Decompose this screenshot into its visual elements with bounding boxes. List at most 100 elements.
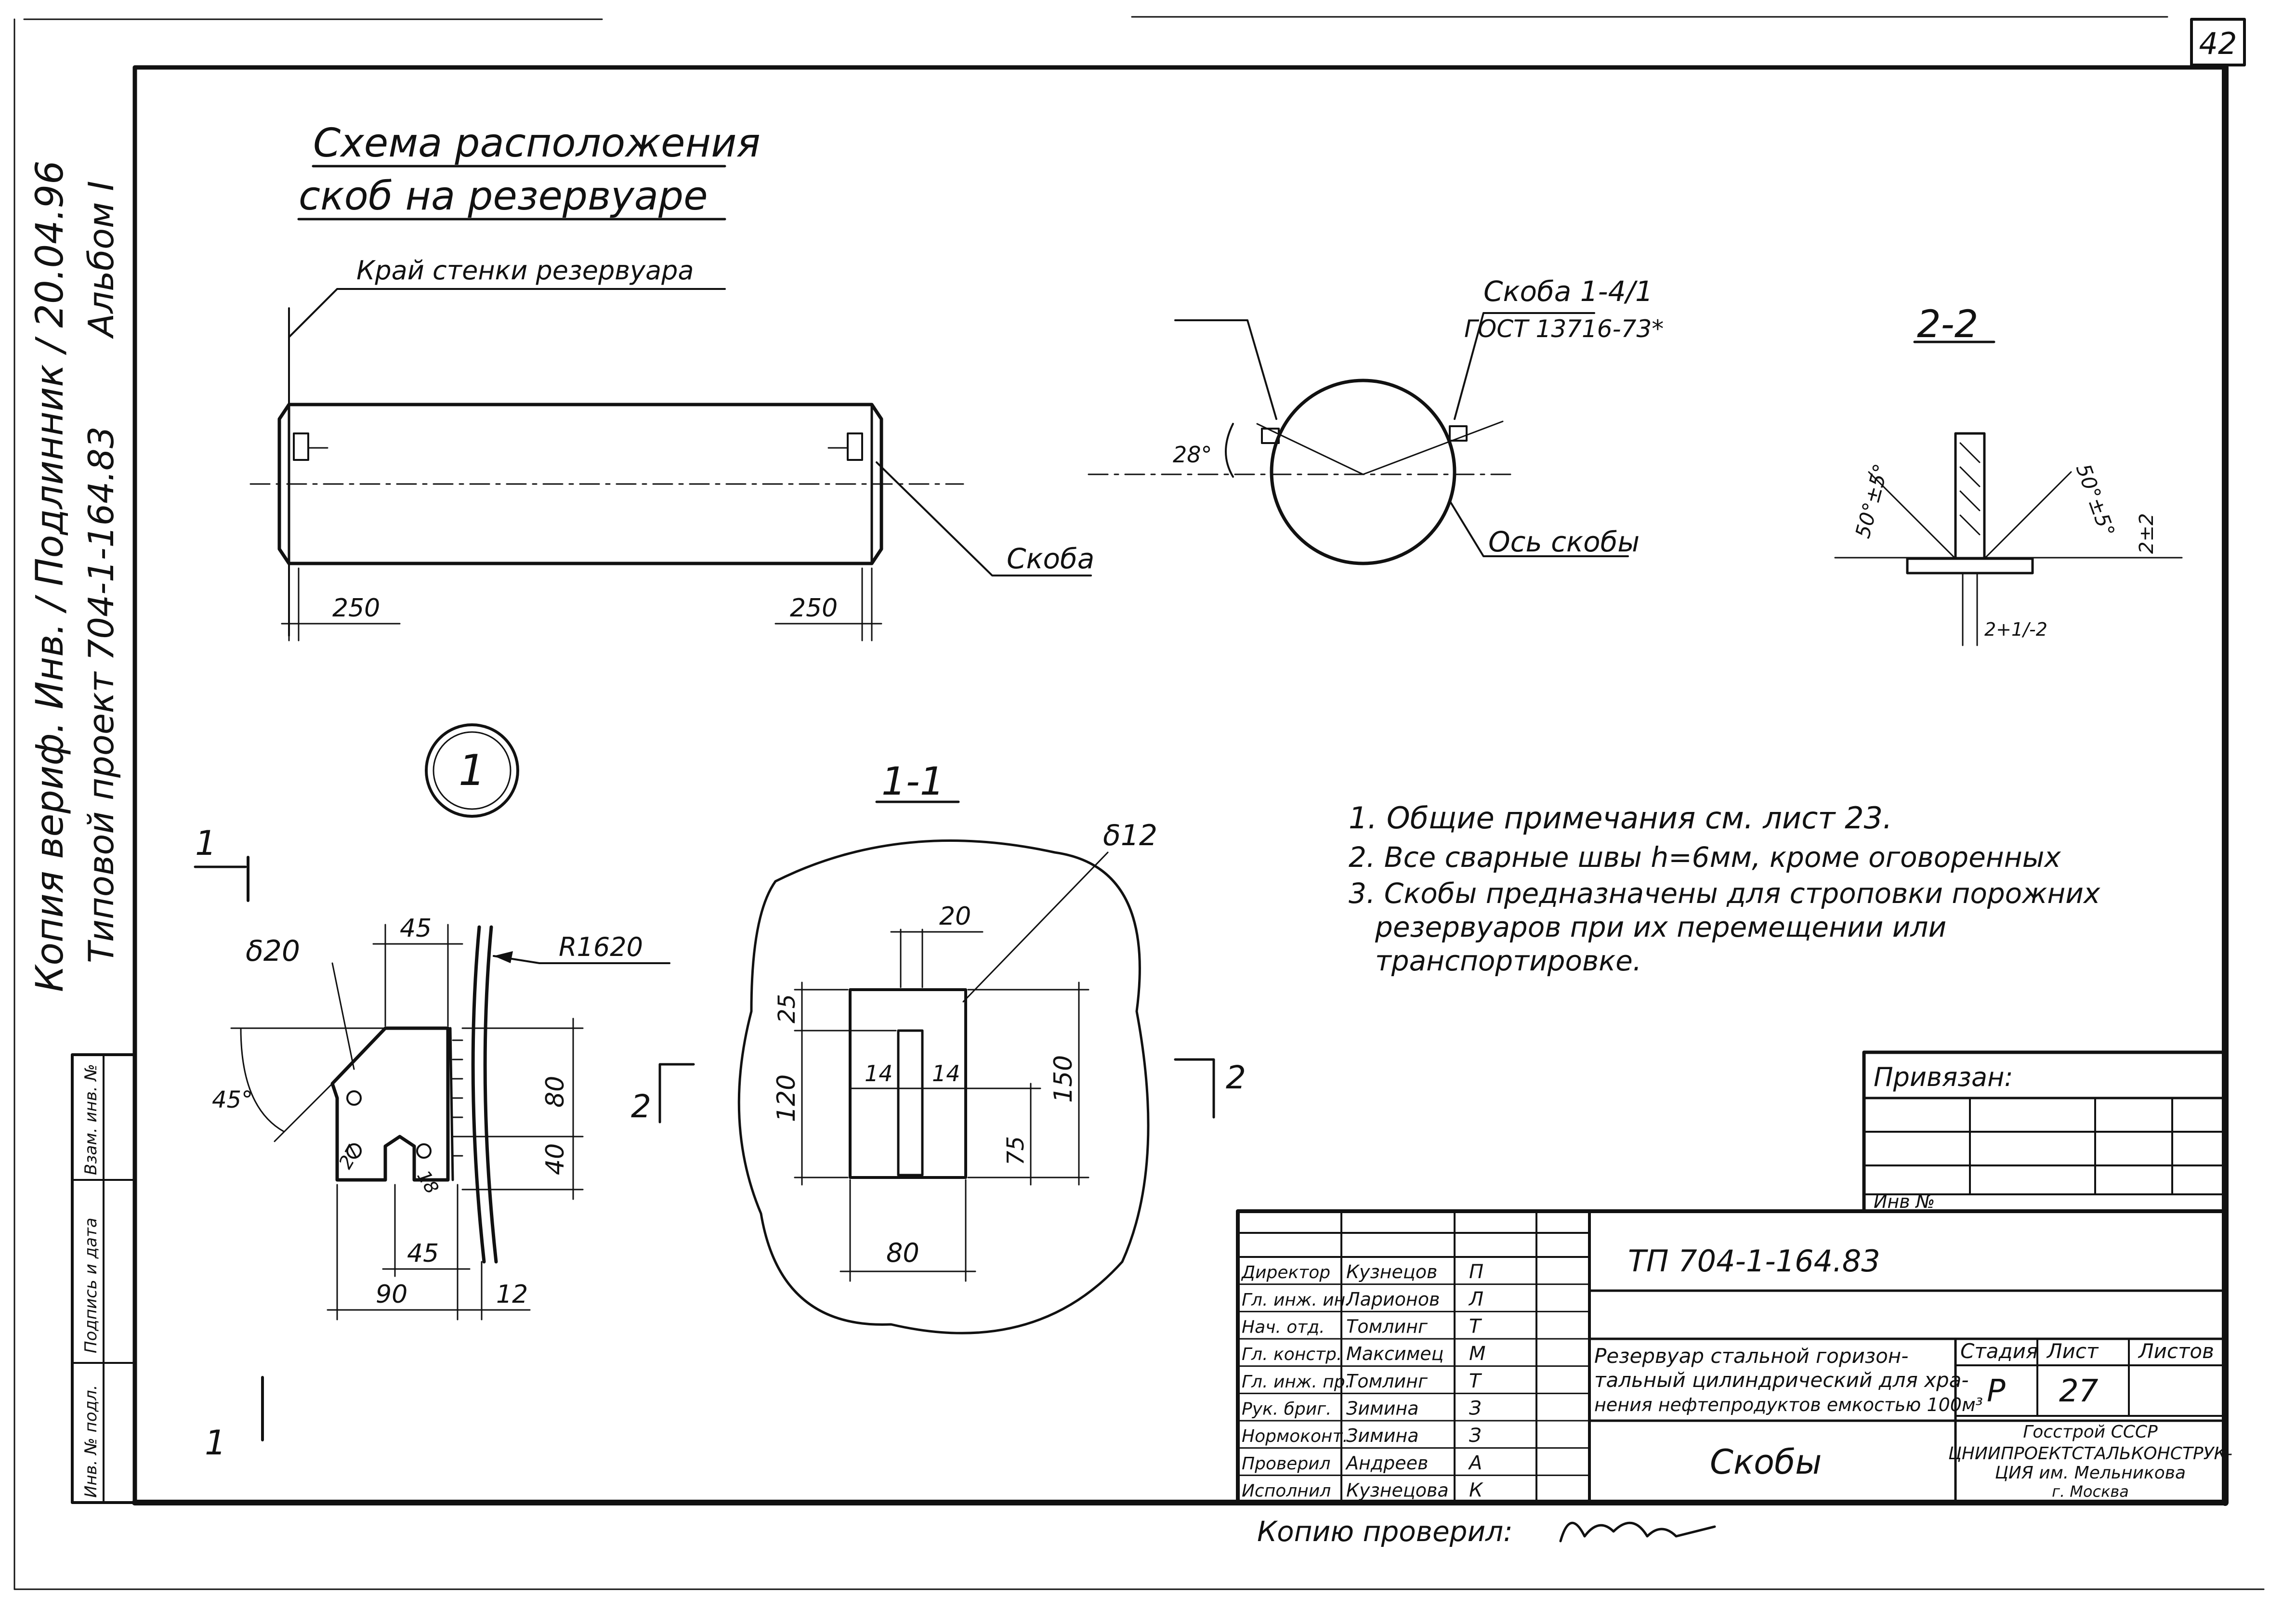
circle-skoba-label: Скоба 1-4/1 xyxy=(1483,275,1653,308)
sheet-header: Лист xyxy=(2046,1339,2099,1363)
section-1-1: 1-1 δ12 20 25 120 14 14 150 75 80 xyxy=(737,759,1157,1334)
node-label: 1 xyxy=(459,746,485,795)
section-11-thickness: δ12 xyxy=(1103,819,1157,852)
scheme-title-2: скоб на резервуаре xyxy=(299,173,708,219)
dim-45-top: 45 xyxy=(400,914,432,943)
org-line-1: Госстрой СССР xyxy=(2023,1422,2158,1442)
dim-150: 150 xyxy=(1049,1055,1078,1103)
signature-role: Гл. инж. ин. xyxy=(1242,1290,1351,1310)
copy-check: Копию проверил: xyxy=(1257,1515,1716,1548)
signature-name: Ларионов xyxy=(1345,1289,1440,1310)
signature-role: Нормоконт. xyxy=(1242,1426,1348,1446)
general-notes: 1. Общие примечания см. лист 23. 2. Все … xyxy=(1349,800,2100,977)
section-2-2: 2-2 50°±5° 50°±5° 2±2 2+1/-2 xyxy=(1834,303,2183,646)
cut-1-top: 1 xyxy=(195,824,217,863)
tank-edge-label: Край стенки резервуара xyxy=(356,255,694,286)
cut-1-bottom: 1 xyxy=(205,1423,226,1463)
signature-role: Гл. инж. пр. xyxy=(1242,1372,1351,1392)
circle-axis-label: Ось скобы xyxy=(1488,525,1640,558)
signature-name: Кузнецов xyxy=(1346,1261,1437,1282)
dim-120: 120 xyxy=(772,1074,801,1122)
signature-role: Исполнил xyxy=(1242,1481,1331,1501)
signature-sign: З xyxy=(1469,1425,1482,1447)
strip-sign-label: Подпись и дата xyxy=(81,1217,101,1353)
dim-14-left: 14 xyxy=(865,1060,893,1086)
side-project-title: Типовой проект 704-1-164.83 xyxy=(81,426,121,963)
title-block: ТП 704-1-164.83 Резервуар стальной гориз… xyxy=(1236,1209,2232,1504)
circle-gost-label: ГОСТ 13716-73* xyxy=(1464,315,1664,343)
signature-role: Директор xyxy=(1241,1263,1330,1282)
privyazan-inv: Инв № xyxy=(1874,1191,1935,1212)
signature-role: Рук. бриг. xyxy=(1242,1400,1331,1419)
dim-40: 40 xyxy=(541,1143,570,1175)
signature-sign: А xyxy=(1468,1452,1482,1474)
section-22-dim-bottom: 2+1/-2 xyxy=(1984,619,2047,640)
signature-sign: М xyxy=(1469,1343,1486,1365)
strip-replace-label: Взам. инв. № xyxy=(81,1064,101,1175)
privyazan-block: Привязан: Инв № xyxy=(1862,1050,2227,1213)
dim-20: 20 xyxy=(939,902,971,931)
sheet-value: 27 xyxy=(2059,1373,2099,1409)
section-11-title: 1-1 xyxy=(881,759,945,804)
dim-75: 75 xyxy=(1002,1136,1029,1165)
dim-80-bottom: 80 xyxy=(886,1238,919,1268)
title-code: ТП 704-1-164.83 xyxy=(1628,1243,1880,1279)
org-line-2: ЦНИИПРОЕКТСТАЛЬКОНСТРУК- xyxy=(1948,1444,2232,1464)
detail-radius: R1620 xyxy=(559,932,643,962)
org-line-4: г. Москва xyxy=(2052,1482,2129,1501)
dim-90: 90 xyxy=(376,1280,407,1309)
signature-name: Зимина xyxy=(1346,1398,1419,1419)
detail-thickness: δ20 xyxy=(246,934,300,968)
sheet-number: 42 xyxy=(2199,26,2237,61)
detail-angle: 45° xyxy=(212,1086,253,1113)
note-1: 1. Общие примечания см. лист 23. xyxy=(1349,800,1892,836)
dim-14-right: 14 xyxy=(932,1060,960,1086)
signature-sign: П xyxy=(1469,1261,1483,1283)
signature-name: Зимина xyxy=(1346,1425,1419,1446)
title-desc-2: тальный цилиндрический для хра- xyxy=(1594,1368,1969,1392)
dim-25: 25 xyxy=(774,994,800,1023)
side-album: Альбом I xyxy=(81,181,121,339)
scheme-layout: Схема расположения скоб на резервуаре Кр… xyxy=(249,120,1094,641)
left-stamp-strip: Инв. № подл. Подпись и дата Взам. инв. № xyxy=(71,1053,136,1504)
signature-sign: Т xyxy=(1469,1316,1483,1338)
stage-header: Стадия xyxy=(1960,1339,2038,1363)
dim-80: 80 xyxy=(541,1076,570,1108)
title-desc-1: Резервуар стальной горизон- xyxy=(1594,1344,1908,1368)
privyazan-title: Привязан: xyxy=(1874,1062,2013,1092)
side-annotations: Копия вериф. Инв. / Подлинник / 20.04.96… xyxy=(28,160,121,992)
section-22-dim-right: 2±2 xyxy=(2136,513,2158,554)
signature-sign: К xyxy=(1469,1479,1483,1502)
note-2: 2. Все сварные швы h=6мм, кроме оговорен… xyxy=(1349,841,2061,874)
dim-12: 12 xyxy=(496,1280,528,1309)
title-desc-3: нения нефтепродуктов емкостью 100м³ xyxy=(1594,1394,1983,1415)
circle-angle: 28° xyxy=(1173,442,1212,468)
signature-role: Гл. констр. xyxy=(1242,1345,1342,1364)
signature-rows: Директор Кузнецов П Гл. инж. ин.Ларионов Л На… xyxy=(1237,1261,1590,1502)
bracket-detail: 1 1 δ20 R1620 45 xyxy=(194,824,1246,1463)
node-marker: 1 xyxy=(425,723,519,818)
scheme-title-1: Схема расположения xyxy=(313,120,761,166)
dim-250-right: 250 xyxy=(790,594,838,623)
org-line-3: ЦИЯ им. Мельникова xyxy=(1995,1463,2186,1483)
skoba-label: Скоба xyxy=(1007,542,1094,575)
signature-sign: З xyxy=(1469,1398,1482,1420)
section-22-title: 2-2 xyxy=(1917,303,1978,346)
signature-sign: Л xyxy=(1468,1288,1483,1310)
copy-check-label: Копию проверил: xyxy=(1257,1515,1513,1548)
signature-name: Андреев xyxy=(1345,1452,1428,1474)
dim-250-left: 250 xyxy=(332,594,380,623)
signature-name: Кузнецова xyxy=(1346,1480,1449,1501)
signature-name: Томлинг xyxy=(1346,1371,1428,1392)
title-sheet-name: Скобы xyxy=(1710,1442,1822,1482)
signature-sign: Т xyxy=(1469,1370,1483,1392)
signature-name: Томлинг xyxy=(1346,1316,1428,1337)
signature-role: Проверил xyxy=(1242,1454,1331,1474)
signature-role: Нач. отд. xyxy=(1242,1318,1325,1337)
signature-name: Максимец xyxy=(1346,1343,1444,1364)
side-copy-note: Копия вериф. Инв. / Подлинник / 20.04.96 xyxy=(28,160,72,992)
circle-view: 28° Скоба 1-4/1 ГОСТ 13716-73* Ось скобы xyxy=(1088,275,1664,565)
cut-2-left: 2 xyxy=(631,1088,651,1125)
strip-inv-label: Инв. № подл. xyxy=(81,1385,101,1498)
